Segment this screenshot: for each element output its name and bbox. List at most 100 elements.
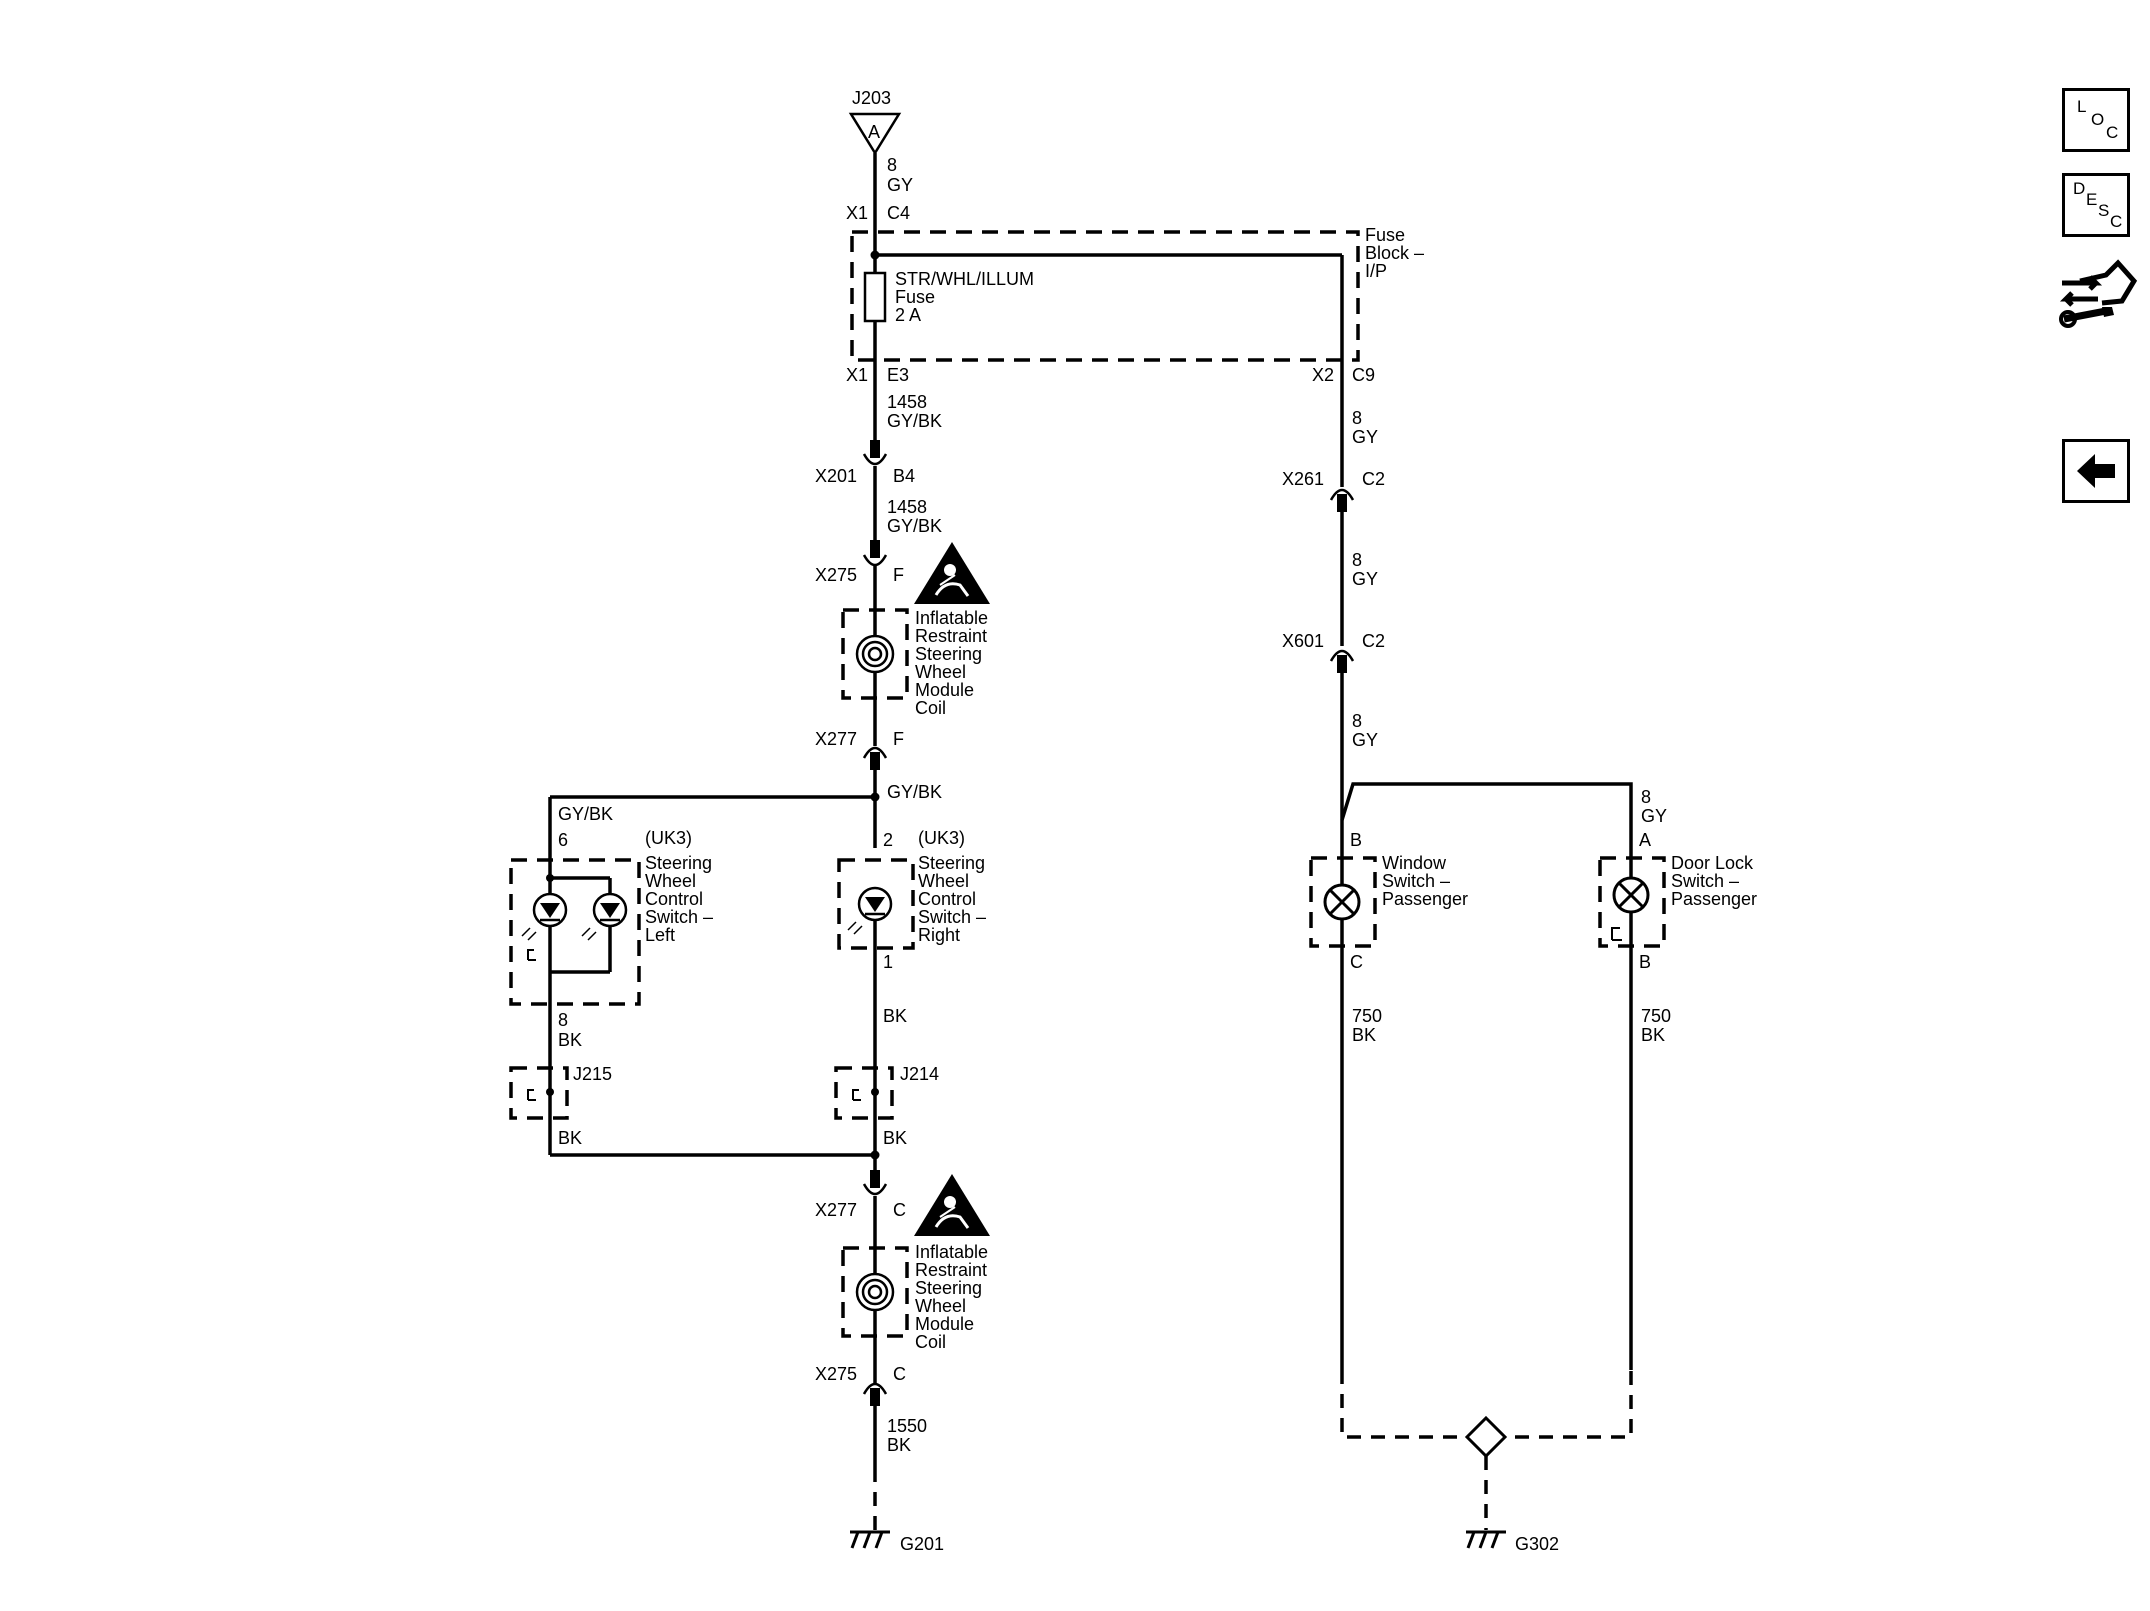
fuse-block-label-1: Fuse [1365, 225, 1405, 245]
wire-num: 8 [1352, 550, 1362, 570]
wire-color: GY/BK [887, 782, 942, 802]
wire-num: 8 [1352, 408, 1362, 428]
conn-x601: X601 [1282, 631, 1324, 651]
x261-pin [1337, 494, 1347, 512]
ground-g201-icon [850, 1530, 890, 1549]
desc-letter-c: C [2110, 212, 2123, 231]
x201-socket [862, 453, 888, 466]
x275-pin [870, 540, 880, 558]
x277-pin [870, 752, 880, 770]
clockspring-coil-icon [855, 634, 895, 674]
coil-top-label-5: Module [915, 680, 974, 700]
fuse-block-outline [850, 230, 1360, 362]
coil-bottom-label-6: Coil [915, 1332, 946, 1352]
j215-box [509, 1066, 569, 1120]
coil-top-label-4: Wheel [915, 662, 966, 682]
conn-x201: X201 [815, 466, 857, 486]
conn-x277: X277 [815, 1200, 857, 1220]
pin-b: B [1350, 830, 1362, 850]
coil-top-label-2: Restraint [915, 626, 987, 646]
switch-left-label-3: Control [645, 889, 703, 909]
back-button[interactable] [2062, 439, 2130, 503]
x277-socket-bottom [862, 1183, 888, 1196]
loc-letter-l: L [2077, 97, 2087, 116]
pin-c4: C4 [887, 203, 910, 223]
pin-c: C [893, 1364, 906, 1384]
loc-button[interactable]: L O C [2062, 88, 2130, 152]
coil-bottom-label-4: Wheel [915, 1296, 966, 1316]
switch-right-label-1: Steering [918, 853, 985, 873]
option-uk3-left: (UK3) [645, 828, 692, 848]
j203-triangle [848, 112, 902, 156]
pin-e3: E3 [887, 365, 909, 385]
desc-letter-d: D [2073, 179, 2086, 198]
wire-color: GY [1641, 806, 1667, 826]
splice-dot [546, 874, 554, 882]
conn-x275: X275 [815, 1364, 857, 1384]
x201-pin [870, 440, 880, 458]
x261-socket [1329, 488, 1355, 501]
x275-socket-bottom [862, 1382, 888, 1395]
led-left-2-icon [581, 892, 628, 941]
splice-j215: J215 [573, 1064, 612, 1084]
switch-left-box [509, 858, 641, 1006]
pin-f: F [893, 729, 904, 749]
switch-left-label-4: Switch – [645, 907, 713, 927]
wire-color: BK [558, 1030, 582, 1050]
ground-g302-icon [1466, 1530, 1506, 1549]
doorlock-switch-label-2: Switch – [1671, 871, 1739, 891]
wire-color: BK [883, 1128, 907, 1148]
x601-socket [1329, 649, 1355, 662]
coil-bottom-label-3: Steering [915, 1278, 982, 1298]
splice-symbol [527, 1089, 536, 1101]
fuse-label-2: Fuse [895, 287, 935, 307]
repair-connector-icon[interactable] [2058, 255, 2138, 335]
switch-right-label-3: Control [918, 889, 976, 909]
window-switch-label-3: Passenger [1382, 889, 1468, 909]
switch-right-label-2: Wheel [918, 871, 969, 891]
x275-socket [862, 554, 888, 567]
airbag-warning-icon [914, 1174, 990, 1236]
wire-color: BK [887, 1435, 911, 1455]
wire-branch-doorlock [1340, 782, 1633, 880]
splice-j214: J214 [900, 1064, 939, 1084]
wire-color: BK [558, 1128, 582, 1148]
loc-letter-c: C [2106, 123, 2119, 142]
wire-num: 8 [1641, 787, 1651, 807]
wire-num: 1458 [887, 392, 927, 412]
conn-x261: X261 [1282, 469, 1324, 489]
wire-num: 1550 [887, 1416, 927, 1436]
window-switch-lamp-icon [1323, 883, 1361, 921]
pin-6: 6 [558, 830, 568, 850]
coil-top-label-1: Inflatable [915, 608, 988, 628]
wire-color: GY/BK [887, 516, 942, 536]
coil-bottom-label-5: Module [915, 1314, 974, 1334]
repair-icon-svg [2059, 259, 2138, 328]
fuse-block-label-2: Block – [1365, 243, 1424, 263]
wire-color: GY [887, 175, 913, 195]
pin-b-doorlock: B [1639, 952, 1651, 972]
fuse-label-1: STR/WHL/ILLUM [895, 269, 1034, 289]
wire-color: GY [1352, 730, 1378, 750]
wire-num: 8 [887, 155, 897, 175]
switch-left-label-2: Wheel [645, 871, 696, 891]
conn-x277: X277 [815, 729, 857, 749]
fuse-label-3: 2 A [895, 305, 921, 325]
desc-letter-s: S [2098, 201, 2110, 220]
switch-right-label-5: Right [918, 925, 960, 945]
conn-x1-bottom: X1 [846, 365, 868, 385]
clockspring-coil-icon [855, 1272, 895, 1312]
wire-color: GY [1352, 569, 1378, 589]
doorlock-switch-label-3: Passenger [1671, 889, 1757, 909]
j203-label: J203 [852, 88, 891, 108]
desc-button[interactable]: D E S C [2062, 173, 2130, 237]
coil-bottom-label-2: Restraint [915, 1260, 987, 1280]
pin-1: 1 [883, 952, 893, 972]
j203-pin: A [868, 122, 880, 142]
airbag-warning-icon [914, 542, 990, 604]
wire-color: GY/BK [558, 804, 613, 824]
splice-symbol [852, 1089, 861, 1101]
coil-bottom-label-1: Inflatable [915, 1242, 988, 1262]
wire-num: 750 [1352, 1006, 1382, 1026]
